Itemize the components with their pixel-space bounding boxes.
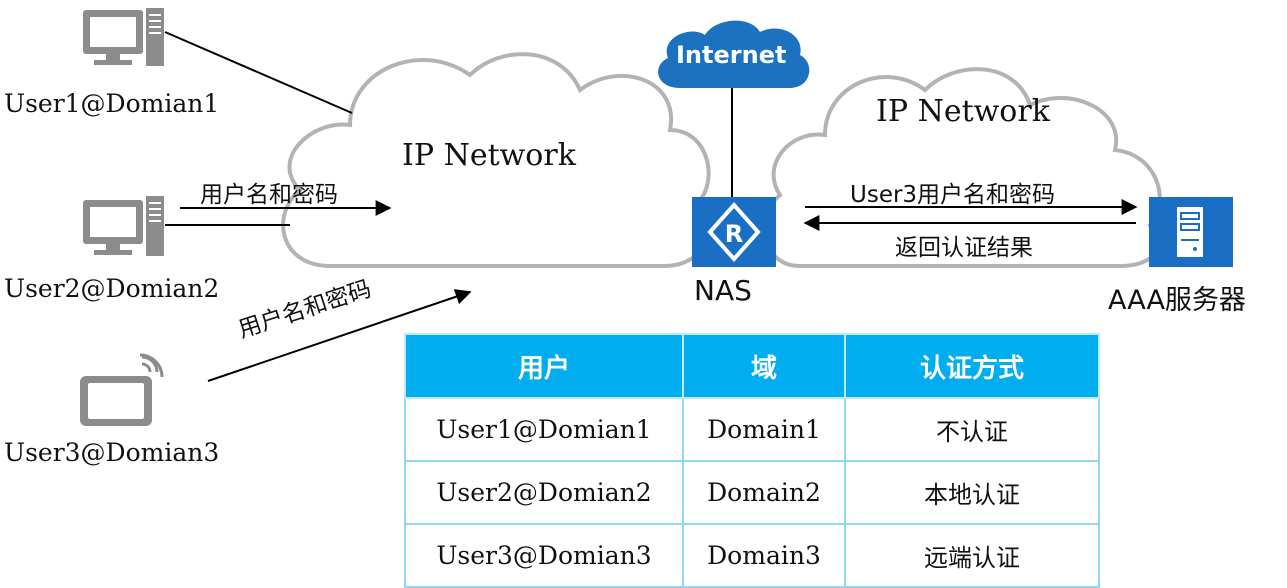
right-cloud-title: IP Network: [876, 94, 1050, 129]
nas-label: NAS: [694, 274, 752, 307]
user1-link: [164, 31, 353, 114]
cell-user: User1@Domian1: [404, 397, 684, 462]
user3-label: User3@Domian3: [4, 438, 220, 467]
wireless-tablet-icon: [80, 353, 164, 426]
router-icon: R: [692, 197, 776, 267]
desktop-computer-icon: [83, 8, 164, 66]
cell-auth-method: 远端认证: [844, 523, 1100, 588]
table-row: User3@Domian3 Domain3 远端认证: [404, 523, 1100, 588]
cell-user: User2@Domian2: [404, 460, 684, 525]
internet-cloud-shape: [658, 20, 810, 88]
left-cloud-title: IP Network: [402, 138, 576, 173]
cell-domain: Domain2: [682, 460, 846, 525]
table-header-row: 用户 域 认证方式: [404, 333, 1100, 399]
user2-credentials-label: 用户名和密码: [200, 182, 338, 208]
table-row: User2@Domian2 Domain2 本地认证: [404, 460, 1100, 525]
column-header-domain: 域: [682, 333, 846, 399]
cell-user: User3@Domian3: [404, 523, 684, 588]
table-row: User1@Domian1 Domain1 不认证: [404, 397, 1100, 462]
cell-domain: Domain1: [682, 397, 846, 462]
cell-auth-method: 本地认证: [844, 460, 1100, 525]
user2-label: User2@Domian2: [4, 274, 220, 303]
column-header-user: 用户: [404, 333, 684, 399]
router-glyph: R: [725, 220, 743, 248]
desktop-computer-icon: [83, 196, 164, 256]
aaa-server-label: AAA服务器: [1108, 285, 1246, 316]
aaa-to-nas-label: 返回认证结果: [895, 235, 1033, 261]
cell-auth-method: 不认证: [844, 397, 1100, 462]
server-icon: [1149, 197, 1233, 267]
internet-label: Internet: [676, 41, 787, 69]
column-header-auth-method: 认证方式: [844, 333, 1100, 399]
cell-domain: Domain3: [682, 523, 846, 588]
nas-to-aaa-label: User3用户名和密码: [850, 182, 1056, 208]
user1-label: User1@Domian1: [4, 89, 220, 118]
user3-credentials-arrow: [207, 289, 472, 382]
authentication-table: 用户 域 认证方式 User1@Domian1 Domain1 不认证 User…: [404, 333, 1100, 588]
